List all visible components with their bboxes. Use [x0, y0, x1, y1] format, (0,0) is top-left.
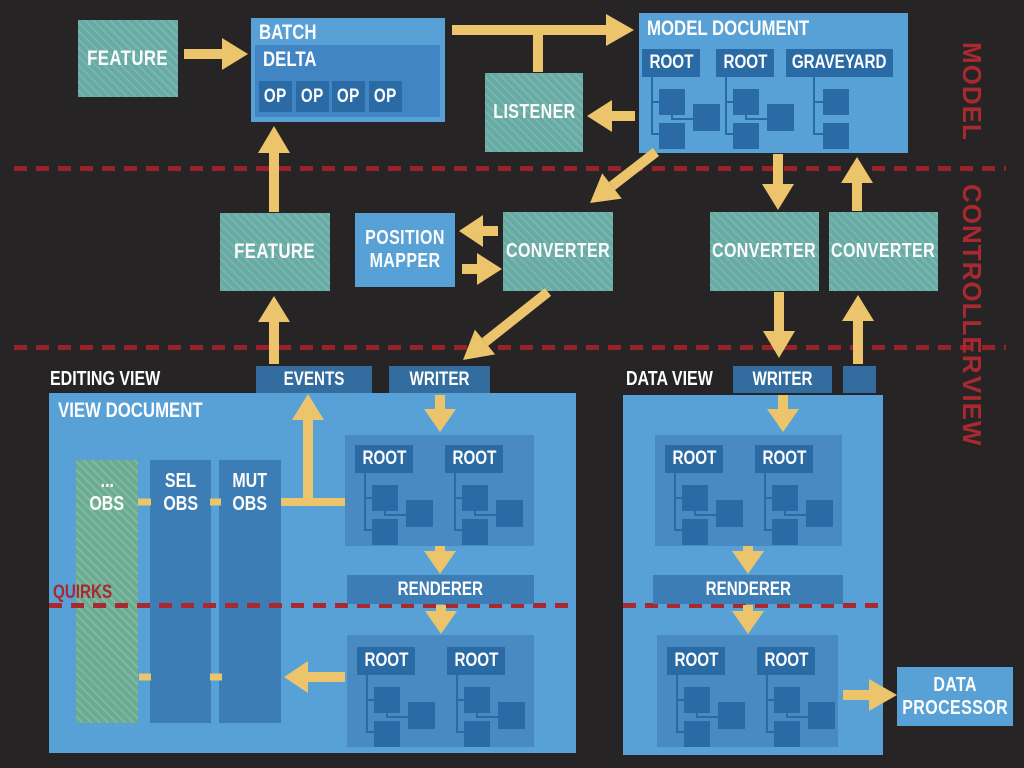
tree-root-label: ROOT [454, 650, 498, 671]
batch-to-model-document-head [606, 14, 634, 46]
editing-renderer-label: RENDERER [397, 578, 484, 600]
editing-writer-tab-label: WRITER [409, 368, 470, 390]
op-box: OP [259, 81, 292, 112]
data-processor-box: DATA PROCESSOR [897, 667, 1013, 726]
op-box: OP [369, 81, 402, 112]
model-root-tree-1: ROOT [642, 49, 722, 149]
converter-1-to-position-mapper-head [459, 215, 483, 247]
observer-label: MUT [232, 470, 268, 492]
model-document-to-listener-head [587, 100, 612, 132]
observer-label: OBS [163, 493, 198, 515]
editing-bottom-root-tree-1: ROOT [357, 647, 437, 747]
position-mapper-box: POSITION MAPPER [355, 213, 455, 287]
model-document-to-converter-1-head [590, 173, 622, 203]
editing-renderer-bar: RENDERER [347, 575, 534, 604]
model-root-tree-2: ROOT [716, 49, 796, 149]
data-renderer-bar: RENDERER [653, 575, 843, 604]
data-bottom-root-tree-1: ROOT [667, 647, 747, 747]
observer-column-sel: SEL OBS [150, 460, 211, 723]
controller-feature-to-batch-head [258, 126, 290, 153]
observer-column-mut: MUT OBS [219, 460, 281, 723]
batch-title: BATCH [259, 21, 317, 44]
op-label: OP [264, 85, 287, 107]
op-label: OP [301, 85, 324, 107]
data-writer-tab-label: WRITER [752, 368, 813, 390]
quirks-divider [49, 603, 576, 608]
data-blank-tab [843, 366, 876, 393]
data-view-divider [623, 603, 883, 608]
observer-label: ... [100, 470, 114, 492]
listener-label: LISTENER [492, 101, 576, 123]
position-mapper-to-converter-1-head [477, 253, 502, 285]
delta-title: DELTA [263, 48, 317, 71]
observer-label: OBS [89, 493, 125, 515]
view-document-title: VIEW DOCUMENT [58, 399, 203, 422]
events-to-controller-feature-head [258, 296, 290, 322]
tree-root-label: ROOT [764, 650, 808, 671]
controller-view-divider [14, 345, 1006, 350]
events-tab-label: EVENTS [283, 368, 345, 390]
data-processor-label: DATA PROCESSOR [902, 673, 1008, 719]
op-box: OP [332, 81, 365, 112]
events-tab: EVENTS [256, 366, 372, 393]
data-top-root-tree-1: ROOT [665, 445, 745, 545]
op-box: OP [296, 81, 329, 112]
data-renderer-label: RENDERER [705, 578, 791, 600]
tree-root-label: ROOT [674, 650, 718, 671]
model-graveyard-tree: GRAVEYARD [786, 49, 893, 149]
op-label: OP [374, 85, 397, 107]
editing-bottom-root-tree-2: ROOT [447, 647, 527, 747]
editing-writer-tab: WRITER [389, 366, 490, 393]
converter-box-1: CONVERTER [503, 212, 613, 291]
observer-label: OBS [232, 493, 268, 515]
listener-box: LISTENER [485, 73, 583, 152]
observer-column-other: ... OBS [76, 460, 138, 723]
quirks-label: QUIRKS [53, 582, 113, 603]
data-view-title: DATA VIEW [626, 368, 713, 390]
controller-layer-label: CONTROLLER [957, 184, 987, 375]
tree-root-label: ROOT [452, 448, 496, 469]
position-mapper-label: POSITION MAPPER [365, 227, 445, 272]
data-writer-tab: WRITER [733, 366, 832, 393]
converter-box-2: CONVERTER [710, 212, 819, 291]
controller-feature-box: FEATURE [220, 213, 330, 291]
tree-root-label: ROOT [649, 52, 693, 73]
data-bottom-root-tree-2: ROOT [757, 647, 837, 747]
model-document-to-converter-2-head [762, 184, 794, 210]
converter-label: CONVERTER [831, 240, 936, 262]
editing-top-root-tree-1: ROOT [355, 445, 435, 545]
model-document-title: MODEL DOCUMENT [647, 17, 810, 40]
model-layer-label: MODEL [957, 42, 987, 141]
controller-feature-label: FEATURE [234, 240, 316, 263]
editing-view-title: EDITING VIEW [50, 368, 161, 390]
tree-root-label: ROOT [672, 448, 716, 469]
tree-root-label: GRAVEYARD [792, 52, 887, 73]
tree-root-label: ROOT [362, 448, 406, 469]
tree-root-label: ROOT [723, 52, 767, 73]
feature-to-batch-head [222, 38, 248, 70]
tree-root-label: ROOT [364, 650, 408, 671]
view-layer-label: VIEW [957, 376, 987, 447]
converter-1-to-editing-writer [481, 288, 552, 346]
model-feature-label: FEATURE [87, 46, 169, 70]
data-tab-to-converter-3-head [842, 295, 874, 321]
tree-root-label: ROOT [762, 448, 806, 469]
model-feature-box: FEATURE [78, 20, 178, 97]
op-label: OP [337, 85, 360, 107]
observer-label: SEL [164, 470, 197, 492]
model-controller-divider [14, 166, 1006, 171]
editing-top-root-tree-2: ROOT [445, 445, 525, 545]
converter-box-3: CONVERTER [829, 212, 938, 291]
converter-label: CONVERTER [505, 240, 611, 262]
data-top-root-tree-2: ROOT [755, 445, 835, 545]
converter-label: CONVERTER [712, 240, 817, 262]
